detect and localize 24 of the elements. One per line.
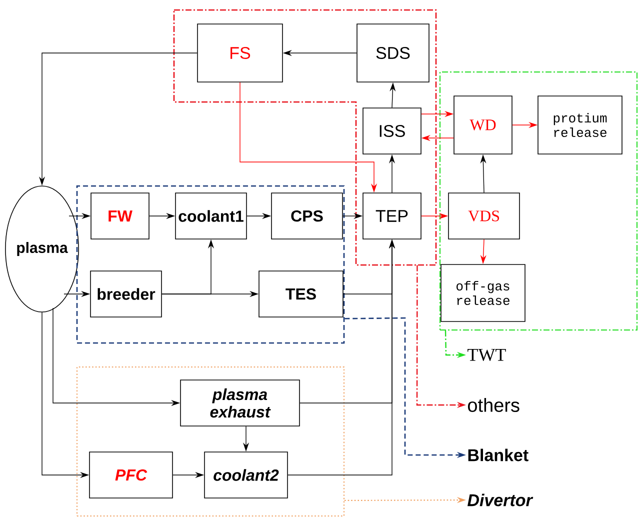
group-label: Blanket bbox=[468, 448, 528, 462]
group-label: TWT bbox=[468, 348, 506, 362]
group-frame bbox=[440, 72, 638, 330]
process-box: coolant1 bbox=[175, 192, 247, 240]
process-box: WD bbox=[454, 96, 512, 154]
process-box: off-gas release bbox=[440, 264, 526, 322]
process-box: VDS bbox=[448, 192, 520, 240]
process-box: breeder bbox=[90, 270, 162, 318]
group-frame bbox=[76, 366, 344, 516]
process-box: protium release bbox=[538, 96, 622, 154]
group-label: others bbox=[468, 398, 520, 412]
group-label: Divertor bbox=[468, 494, 534, 506]
process-box: ISS bbox=[362, 108, 422, 154]
group-frame bbox=[173, 9, 437, 266]
process-box: plasma exhaust bbox=[180, 380, 300, 426]
process-box: FS bbox=[197, 24, 283, 82]
process-box: TES bbox=[258, 270, 344, 318]
process-box: FW bbox=[90, 192, 150, 240]
process-box: SDS bbox=[356, 24, 430, 82]
process-box: PFC bbox=[89, 452, 173, 498]
group-frame bbox=[76, 185, 345, 344]
process-box: coolant2 bbox=[204, 452, 288, 498]
process-box: CPS bbox=[271, 192, 343, 240]
process-box: TEP bbox=[362, 192, 422, 240]
